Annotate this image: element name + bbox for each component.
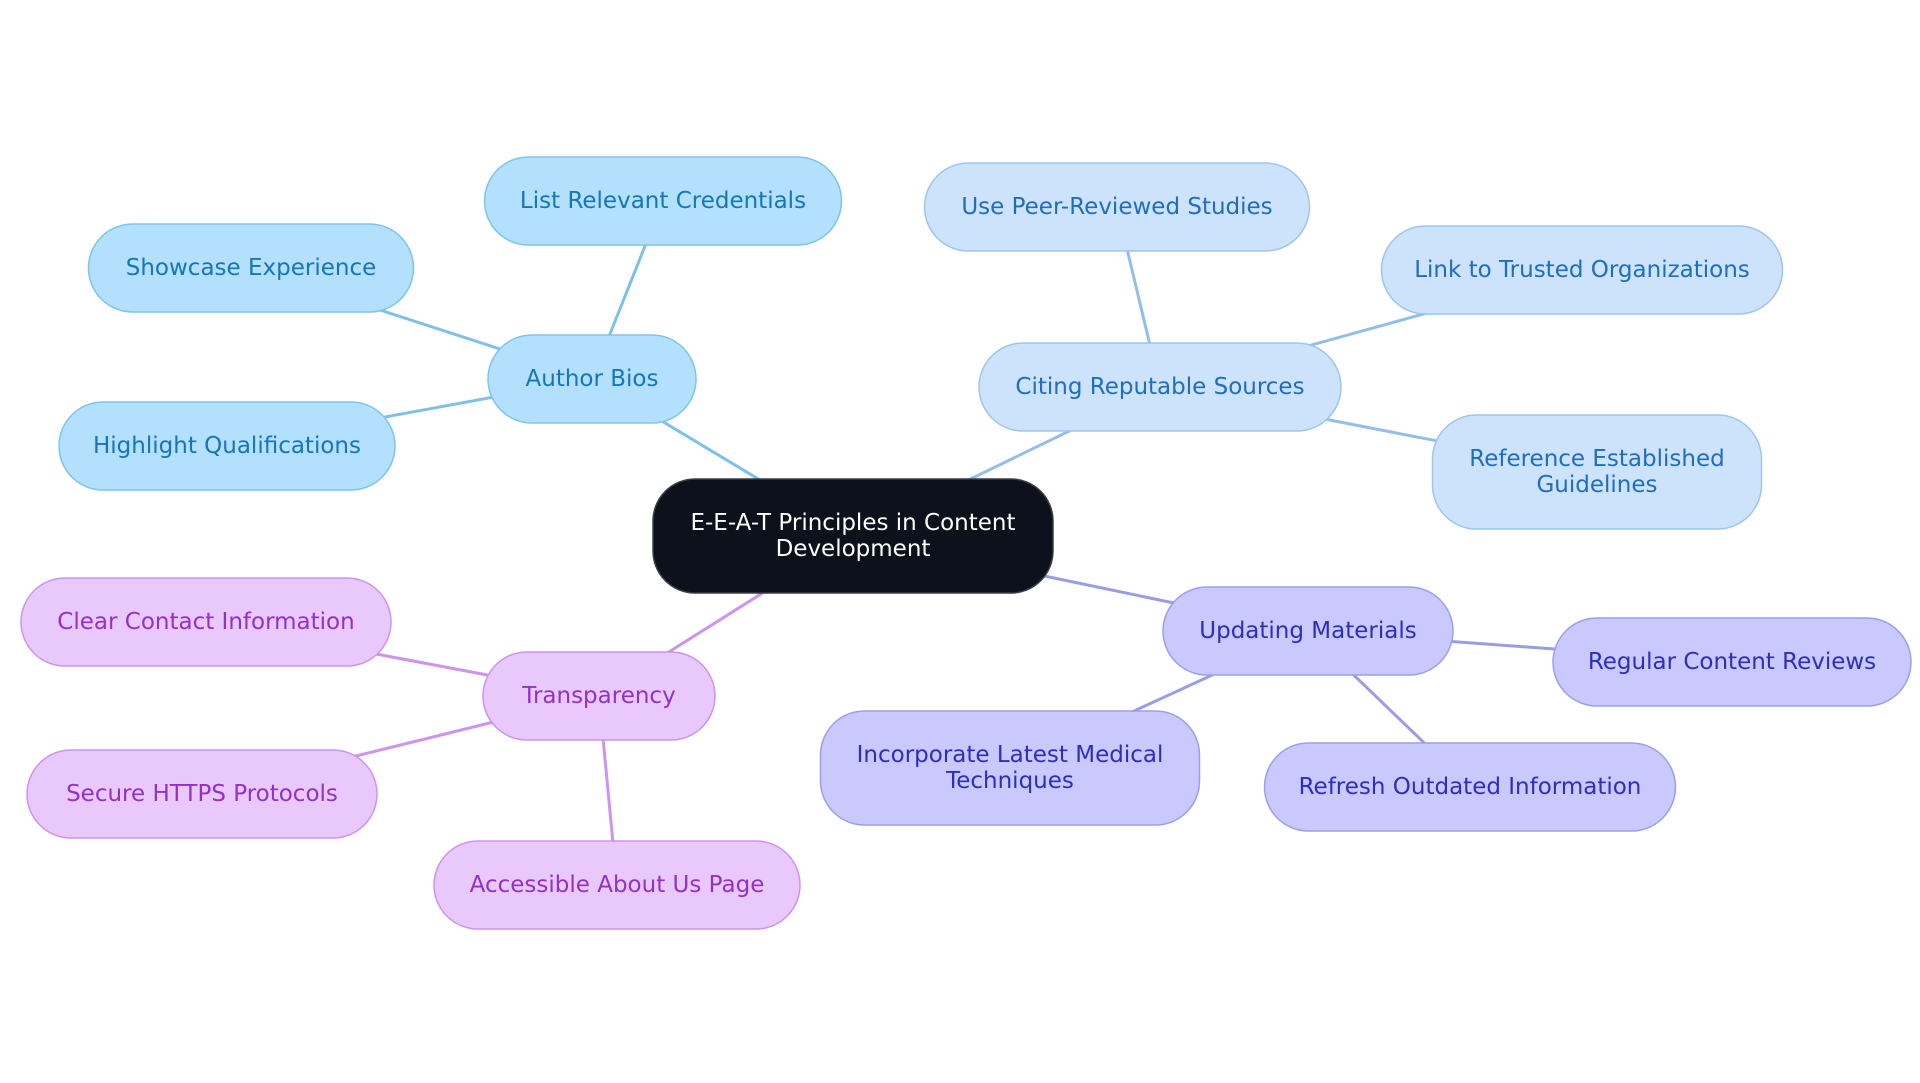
root-node-label: Development <box>776 536 931 562</box>
leaf-node-highlight-qualifications[interactable]: Highlight Qualifications <box>58 401 396 491</box>
leaf-node-link-to-trusted-organizations-label: Link to Trusted Organizations <box>1414 257 1750 283</box>
leaf-node-use-peer-reviewed-studies-box <box>923 162 1311 252</box>
leaf-node-regular-content-reviews[interactable]: Regular Content Reviews <box>1552 617 1912 707</box>
leaf-node-incorporate-latest-medical-techniques-label: Techniques <box>945 768 1074 794</box>
branch-node-author-bios-box <box>487 334 697 424</box>
leaf-node-clear-contact-information-box <box>20 577 392 667</box>
leaf-node-incorporate-latest-medical-techniques-box <box>819 710 1201 826</box>
root-node-label: E-E-A-T Principles in Content <box>690 510 1015 536</box>
branch-node-author-bios-label: Author Bios <box>526 366 659 392</box>
leaf-node-highlight-qualifications-box <box>58 401 396 491</box>
leaf-node-refresh-outdated-information-label: Refresh Outdated Information <box>1299 774 1642 800</box>
root-node-box <box>652 478 1054 594</box>
leaf-node-refresh-outdated-information-box <box>1263 742 1677 832</box>
leaf-node-clear-contact-information[interactable]: Clear Contact Information <box>20 577 392 667</box>
leaf-node-regular-content-reviews-box <box>1552 617 1912 707</box>
branch-node-citing-reputable-sources-box <box>978 342 1342 432</box>
branch-node-author-bios[interactable]: Author Bios <box>487 334 697 424</box>
leaf-node-regular-content-reviews-label: Regular Content Reviews <box>1588 649 1876 675</box>
leaf-node-secure-https-protocols-label: Secure HTTPS Protocols <box>66 781 338 807</box>
leaf-node-incorporate-latest-medical-techniques-label: Incorporate Latest Medical <box>857 742 1164 768</box>
leaf-node-accessible-about-us-page-box <box>433 840 801 930</box>
leaf-node-showcase-experience-label: Showcase Experience <box>126 255 377 281</box>
leaf-node-list-relevant-credentials-label: List Relevant Credentials <box>520 188 806 214</box>
branch-node-citing-reputable-sources-label: Citing Reputable Sources <box>1015 374 1304 400</box>
branch-node-citing-reputable-sources[interactable]: Citing Reputable Sources <box>978 342 1342 432</box>
leaf-node-list-relevant-credentials[interactable]: List Relevant Credentials <box>483 156 843 246</box>
leaf-node-link-to-trusted-organizations-box <box>1380 225 1784 315</box>
branch-node-transparency-label: Transparency <box>521 683 675 709</box>
branch-node-updating-materials[interactable]: Updating Materials <box>1162 586 1454 676</box>
leaf-node-use-peer-reviewed-studies[interactable]: Use Peer-Reviewed Studies <box>923 162 1311 252</box>
leaf-node-list-relevant-credentials-box <box>483 156 843 246</box>
branch-node-transparency[interactable]: Transparency <box>482 651 716 741</box>
leaf-node-showcase-experience-box <box>87 223 415 313</box>
leaf-node-refresh-outdated-information[interactable]: Refresh Outdated Information <box>1263 742 1677 832</box>
leaf-node-use-peer-reviewed-studies-label: Use Peer-Reviewed Studies <box>961 194 1272 220</box>
leaf-node-secure-https-protocols-box <box>26 749 378 839</box>
nodes-layer: E-E-A-T Principles in ContentDevelopment… <box>20 156 1912 930</box>
branch-node-updating-materials-label: Updating Materials <box>1199 618 1416 644</box>
branch-node-transparency-box <box>482 651 716 741</box>
leaf-node-reference-established-guidelines-label: Guidelines <box>1536 472 1657 498</box>
leaf-node-accessible-about-us-page-label: Accessible About Us Page <box>470 872 765 898</box>
leaf-node-clear-contact-information-label: Clear Contact Information <box>57 609 354 635</box>
leaf-node-secure-https-protocols[interactable]: Secure HTTPS Protocols <box>26 749 378 839</box>
leaf-node-reference-established-guidelines-label: Reference Established <box>1469 446 1724 472</box>
leaf-node-showcase-experience[interactable]: Showcase Experience <box>87 223 415 313</box>
leaf-node-link-to-trusted-organizations[interactable]: Link to Trusted Organizations <box>1380 225 1784 315</box>
leaf-node-highlight-qualifications-label: Highlight Qualifications <box>93 433 361 459</box>
leaf-node-accessible-about-us-page[interactable]: Accessible About Us Page <box>433 840 801 930</box>
branch-node-updating-materials-box <box>1162 586 1454 676</box>
leaf-node-reference-established-guidelines-box <box>1431 414 1763 530</box>
